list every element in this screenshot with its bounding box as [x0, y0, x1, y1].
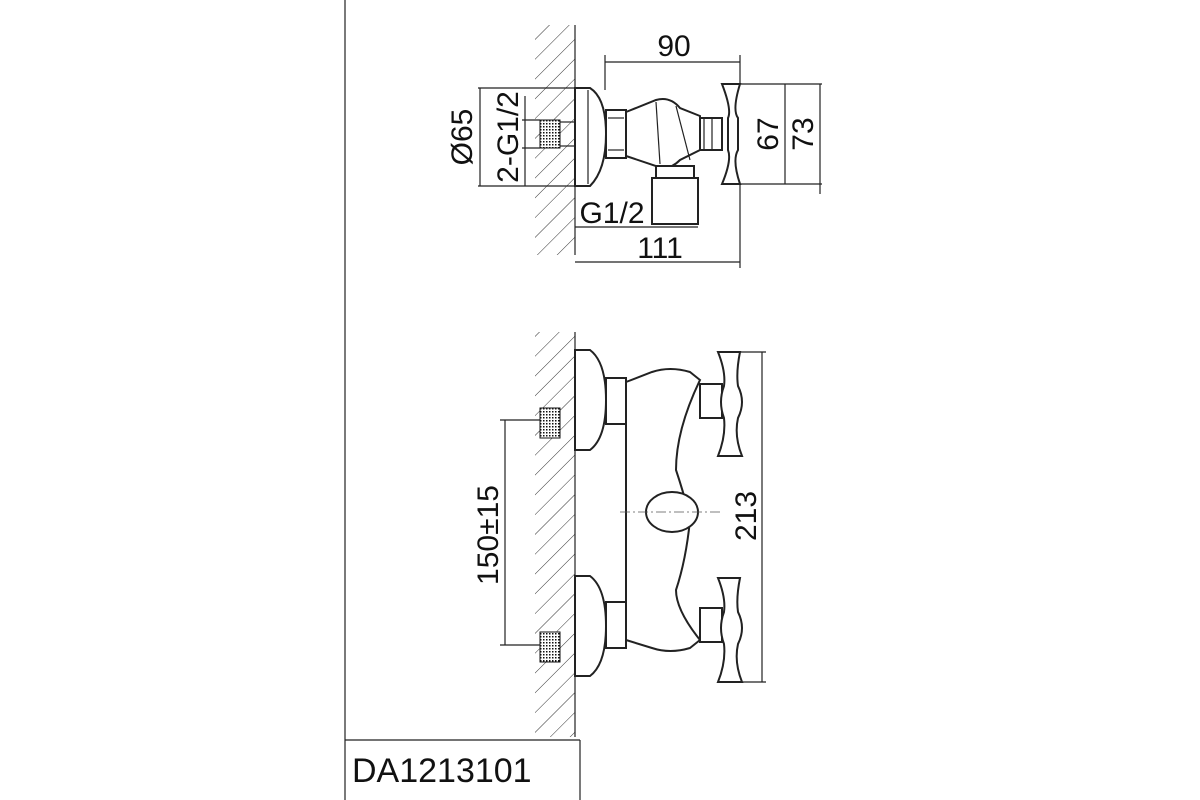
- dim-outlet-thread: G1/2: [579, 197, 644, 230]
- escutcheon-top: [574, 87, 608, 187]
- inlet-thread-top: [539, 119, 561, 149]
- dim-67: 67: [752, 117, 785, 150]
- dim-213: 213: [730, 491, 763, 541]
- product-code: DA1213101: [352, 752, 532, 790]
- handle-lower: [716, 577, 744, 683]
- outlet-front: [645, 491, 699, 533]
- outlet-pipe-top: [651, 177, 699, 225]
- dim-73: 73: [787, 117, 820, 150]
- dim-90: 90: [657, 30, 690, 63]
- front-view: 150±15 213: [472, 332, 766, 737]
- frame: [344, 0, 581, 800]
- inlet-thread-lower: [539, 631, 561, 663]
- dim-inlet-thread: 2-G1/2: [492, 91, 525, 183]
- dim-111: 111: [637, 232, 683, 265]
- dim-diameter-65: Ø65: [446, 109, 479, 166]
- wall-hatch-front: [535, 332, 575, 737]
- handle-top: [720, 83, 742, 185]
- escutcheon-lower: [574, 575, 608, 677]
- handle-upper: [716, 351, 744, 457]
- dim-center-distance: 150±15: [472, 485, 505, 585]
- top-view: 90 67 73 Ø65 2-G1/2 G1/2 111: [446, 25, 822, 268]
- escutcheon-upper: [574, 349, 608, 451]
- inlet-thread-upper: [539, 407, 561, 439]
